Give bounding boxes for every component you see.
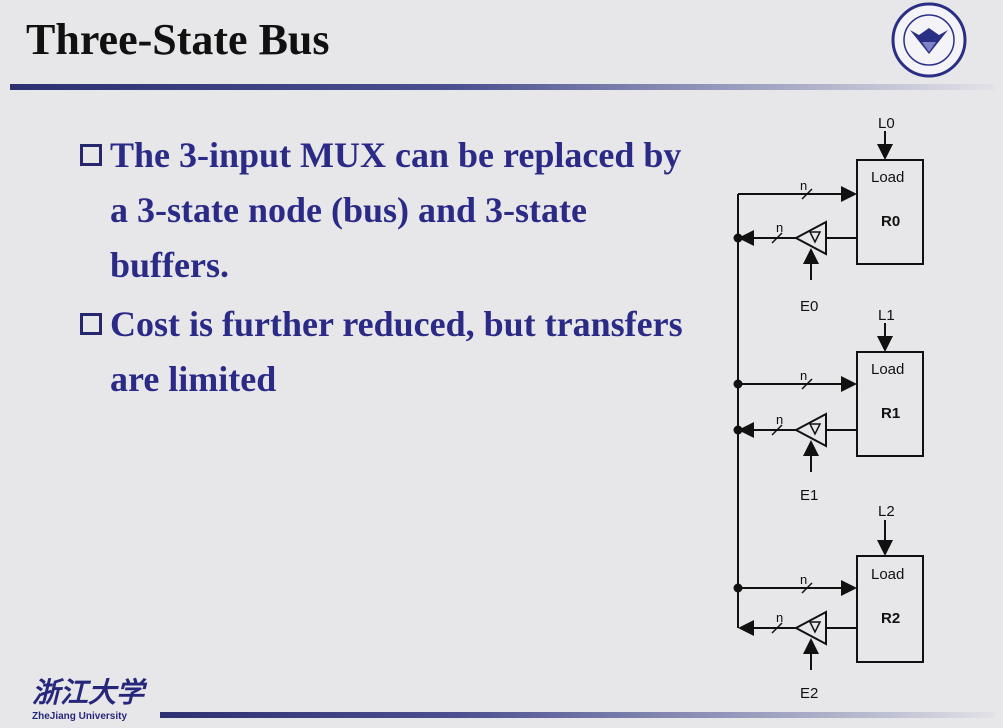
tristate-buffer-icon <box>793 220 827 256</box>
title-underline <box>10 84 995 90</box>
register-block-r0: L0 Load R0 n n E0 <box>733 115 924 315</box>
bus-width-label: n <box>776 220 783 235</box>
tristate-buffer-icon <box>793 610 827 646</box>
register-box <box>856 555 924 663</box>
square-bullet-icon <box>80 144 102 166</box>
bullet-text: The 3-input MUX can be replaced by a 3-s… <box>110 135 682 285</box>
bus-width-label: n <box>776 610 783 625</box>
register-block-r1: L1 Load R1 n n E1 <box>733 307 924 504</box>
logo-en-text: ZheJiang University <box>32 711 127 722</box>
bullet-list: The 3-input MUX can be replaced by a 3-s… <box>80 128 700 411</box>
three-state-bus-diagram: L0 Load R0 n n E0 L1 Load R1 n n <box>733 115 924 702</box>
load-port-label: Load <box>871 361 904 378</box>
square-bullet-icon <box>80 313 102 335</box>
register-block-r2: L2 Load R2 n n E2 <box>733 503 924 702</box>
bus-width-label: n <box>800 368 807 383</box>
bus-width-label: n <box>800 572 807 587</box>
register-box <box>856 159 924 265</box>
load-signal-label: L1 <box>878 307 895 324</box>
slide-title: Three-State Bus <box>26 15 330 64</box>
logo-cn-text: 浙江大学 <box>32 676 148 709</box>
university-seal-logo <box>891 2 967 78</box>
enable-signal-label: E2 <box>800 685 818 702</box>
tristate-buffer-icon <box>793 412 827 448</box>
register-name: R2 <box>881 610 900 627</box>
bullet-item: Cost is further reduced, but transfers a… <box>80 297 700 407</box>
zju-wordmark-logo: 浙江大学 ZheJiang University <box>32 676 148 722</box>
register-box <box>856 351 924 457</box>
bus-width-label: n <box>800 178 807 193</box>
load-signal-label: L0 <box>878 115 895 132</box>
bullet-text: Cost is further reduced, but transfers a… <box>110 304 683 399</box>
load-port-label: Load <box>871 169 904 186</box>
enable-signal-label: E1 <box>800 487 818 504</box>
register-name: R0 <box>881 213 900 230</box>
load-signal-label: L2 <box>878 503 895 520</box>
bullet-item: The 3-input MUX can be replaced by a 3-s… <box>80 128 700 293</box>
bus-width-label: n <box>776 412 783 427</box>
enable-signal-label: E0 <box>800 298 818 315</box>
load-port-label: Load <box>871 566 904 583</box>
register-name: R1 <box>881 405 900 422</box>
footer-rule <box>160 712 995 718</box>
